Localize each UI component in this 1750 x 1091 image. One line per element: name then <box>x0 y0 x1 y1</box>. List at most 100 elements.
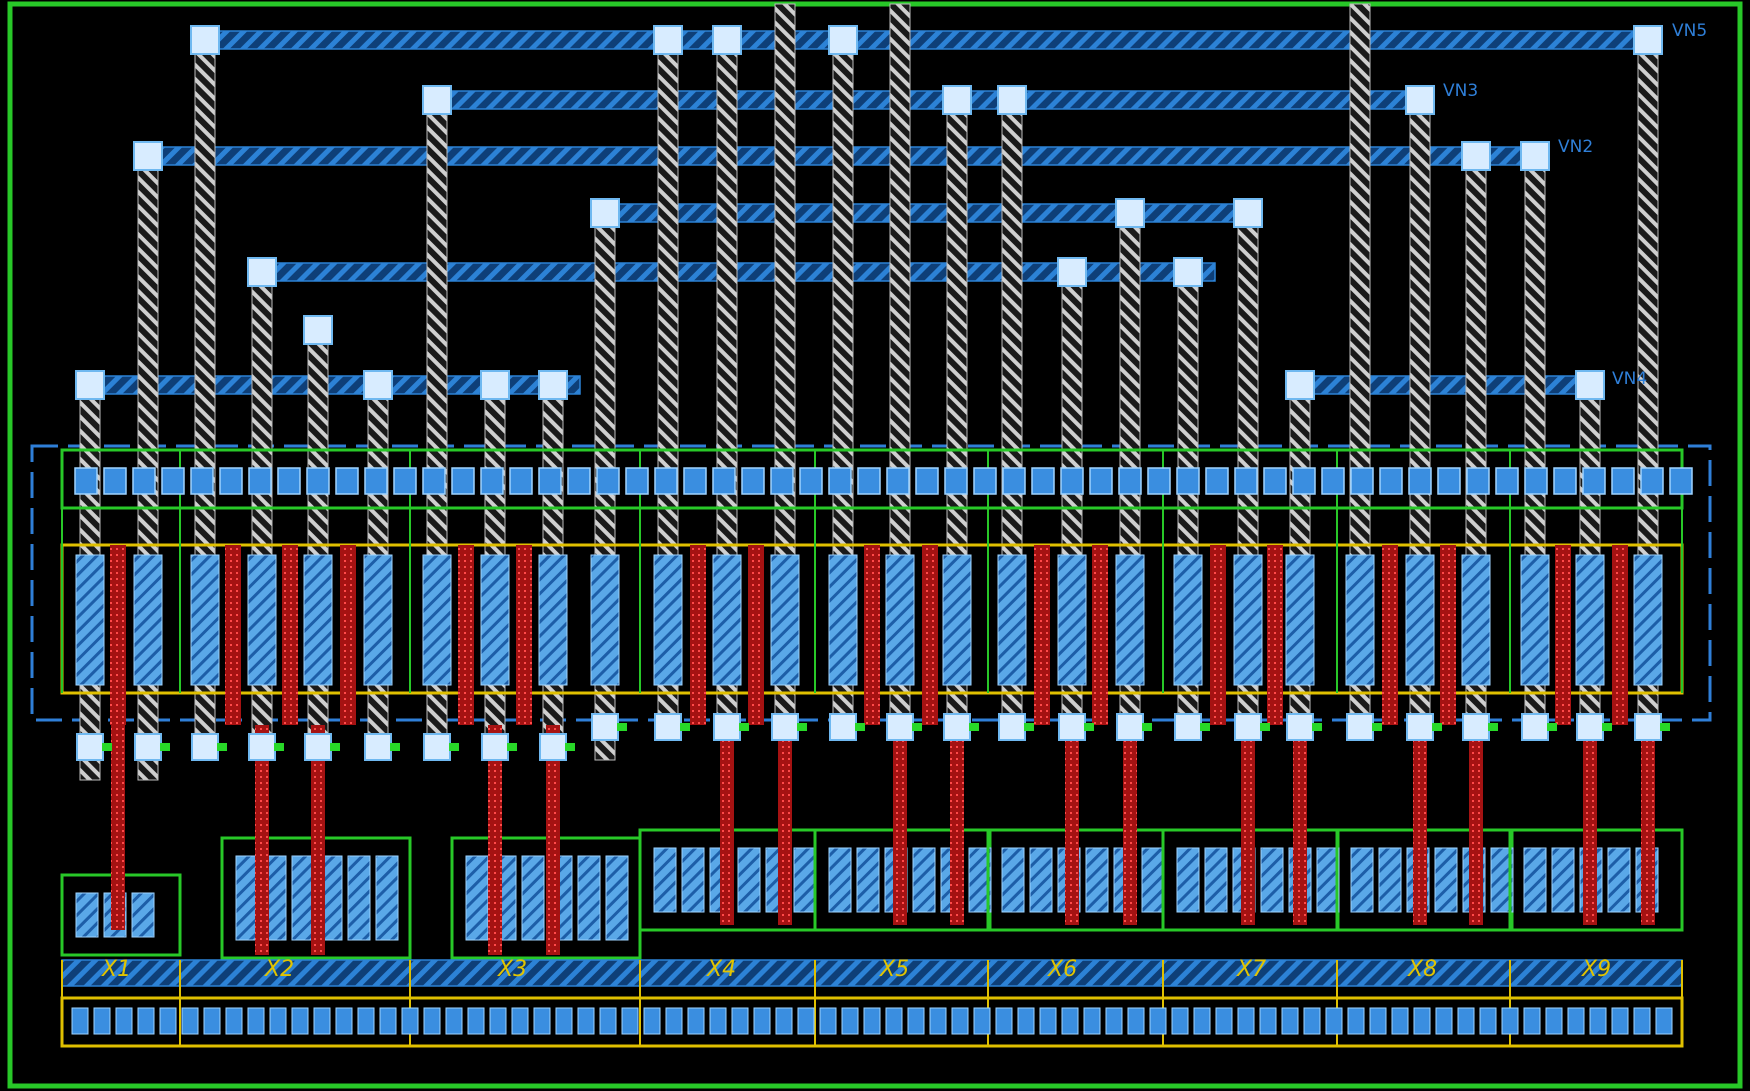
bottom-contact <box>1281 1007 1299 1035</box>
poly-route <box>311 725 325 955</box>
diff-contact <box>1205 467 1229 495</box>
active-finger <box>1115 554 1145 686</box>
bottom-contact <box>247 1007 265 1035</box>
bottom-contact <box>335 1007 353 1035</box>
bottom-contact <box>1501 1007 1519 1035</box>
via-top <box>480 370 510 400</box>
bottom-contact <box>1545 1007 1563 1035</box>
poly-gate <box>1440 545 1456 725</box>
diff-contact <box>509 467 533 495</box>
diff-contact <box>335 467 359 495</box>
diff-contact <box>1611 467 1635 495</box>
bottom-contact <box>137 1007 155 1035</box>
diff-contact <box>364 467 388 495</box>
lower-contact <box>653 847 677 913</box>
lower-contact <box>1204 847 1228 913</box>
via-top <box>1057 257 1087 287</box>
poly-gate <box>1210 545 1226 725</box>
diff-contact <box>1176 467 1200 495</box>
active-finger <box>885 554 915 686</box>
diff-contact <box>1553 467 1577 495</box>
poly-gate <box>1092 545 1108 725</box>
active-finger <box>1633 554 1663 686</box>
diff-contact <box>393 467 417 495</box>
pin-marker <box>1260 723 1270 731</box>
diff-contact <box>1350 467 1374 495</box>
bottom-contact <box>1479 1007 1497 1035</box>
pin-marker <box>739 723 749 731</box>
diff-contact <box>828 467 852 495</box>
diff-contact <box>1524 467 1548 495</box>
bottom-contact <box>1061 1007 1079 1035</box>
diff-contact <box>770 467 794 495</box>
bottom-contact <box>291 1007 309 1035</box>
bottom-contact <box>181 1007 199 1035</box>
lower-contact <box>605 855 629 941</box>
active-finger <box>712 554 742 686</box>
via <box>539 733 567 761</box>
bottom-contact <box>1413 1007 1431 1035</box>
pin-marker <box>617 723 627 731</box>
via <box>713 713 741 741</box>
cell-label-x9: X9 <box>1581 957 1611 982</box>
via <box>1576 713 1604 741</box>
via <box>1406 713 1434 741</box>
diff-contact <box>712 467 736 495</box>
diff-contact <box>973 467 997 495</box>
cell-label-x6: X6 <box>1047 957 1077 982</box>
active-finger <box>1285 554 1315 686</box>
lower-contact <box>1523 847 1547 913</box>
active-finger <box>653 554 683 686</box>
via-top <box>247 257 277 287</box>
bottom-contact <box>1237 1007 1255 1035</box>
via <box>134 733 162 761</box>
pin-marker <box>1488 723 1498 731</box>
bottom-contact <box>797 1007 815 1035</box>
lower-contact <box>291 855 315 941</box>
bottom-contact <box>1105 1007 1123 1035</box>
pin-marker <box>1024 723 1034 731</box>
bottom-contact <box>577 1007 595 1035</box>
active-finger <box>133 554 163 686</box>
active-finger <box>247 554 277 686</box>
lower-contact <box>968 847 992 913</box>
active-finger <box>538 554 568 686</box>
cell-label-x5: X5 <box>879 957 909 982</box>
diff-contact <box>857 467 881 495</box>
bottom-contact <box>1303 1007 1321 1035</box>
diff-contact <box>1466 467 1490 495</box>
via-top <box>422 85 452 115</box>
via-top <box>1633 25 1663 55</box>
via <box>1462 713 1490 741</box>
via <box>829 713 857 741</box>
poly-route <box>1641 725 1655 925</box>
pin-marker <box>449 743 459 751</box>
pin-marker <box>330 743 340 751</box>
bottom-contact <box>1171 1007 1189 1035</box>
bottom-contact <box>665 1007 683 1035</box>
lower-contact <box>131 892 155 938</box>
via <box>1234 713 1262 741</box>
diff-contact <box>219 467 243 495</box>
lower-contact <box>681 847 705 913</box>
poly-route <box>950 725 964 925</box>
poly-route <box>1469 725 1483 925</box>
pin-marker <box>160 743 170 751</box>
cell-label-x2: X2 <box>264 957 294 982</box>
bottom-contact <box>687 1007 705 1035</box>
lower-contact <box>1260 847 1284 913</box>
via-top <box>590 198 620 228</box>
diff-contact <box>625 467 649 495</box>
poly-route <box>546 725 560 955</box>
diff-contact <box>654 467 678 495</box>
via <box>1521 713 1549 741</box>
pin-marker <box>1660 723 1670 731</box>
bottom-contact <box>1193 1007 1211 1035</box>
pin-marker <box>1312 723 1322 731</box>
bottom-contact <box>225 1007 243 1035</box>
lower-contact <box>856 847 880 913</box>
diff-contact <box>1437 467 1461 495</box>
poly-route <box>255 725 269 955</box>
via-top <box>75 370 105 400</box>
diff-contact <box>306 467 330 495</box>
